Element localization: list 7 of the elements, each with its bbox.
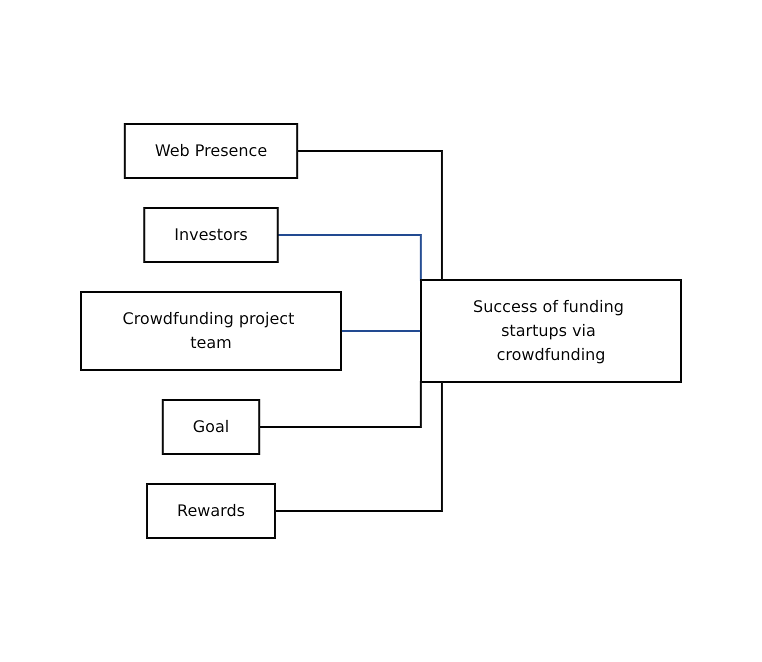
node-box: Goal [162,399,260,455]
node-box: Rewards [146,483,276,539]
connector [341,330,421,332]
node-box: Web Presence [124,123,298,179]
node-box: Investors [143,207,279,263]
node-box: Success of funding startups via crowdfunding [420,279,682,383]
node-box: Crowdfunding project team [80,291,342,371]
